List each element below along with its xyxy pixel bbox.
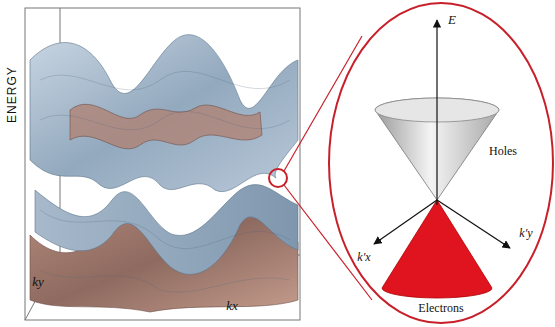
- axis-label: k′y: [519, 227, 532, 240]
- band-label: Electrons: [418, 302, 463, 315]
- ky-axis: [437, 200, 510, 248]
- surface-mesh: [40, 71, 290, 292]
- kx-axis: [374, 200, 437, 244]
- box-frame: [25, 8, 300, 320]
- zoom-circle: [269, 169, 287, 187]
- upper-band: [30, 35, 298, 192]
- axis-label: k′x: [357, 251, 370, 264]
- upper-band-sheet: [70, 104, 262, 149]
- zoom-ellipse: [329, 3, 553, 323]
- axis-title: ENERGY: [5, 67, 18, 124]
- energy-axis: [436, 20, 437, 205]
- axis-label: E: [448, 13, 456, 27]
- band-label: Holes: [489, 145, 517, 158]
- axis-label: kx: [226, 299, 238, 313]
- electron-cone: [382, 200, 492, 298]
- axis-label: ky: [32, 275, 44, 289]
- lower-band-sheet: [35, 185, 298, 275]
